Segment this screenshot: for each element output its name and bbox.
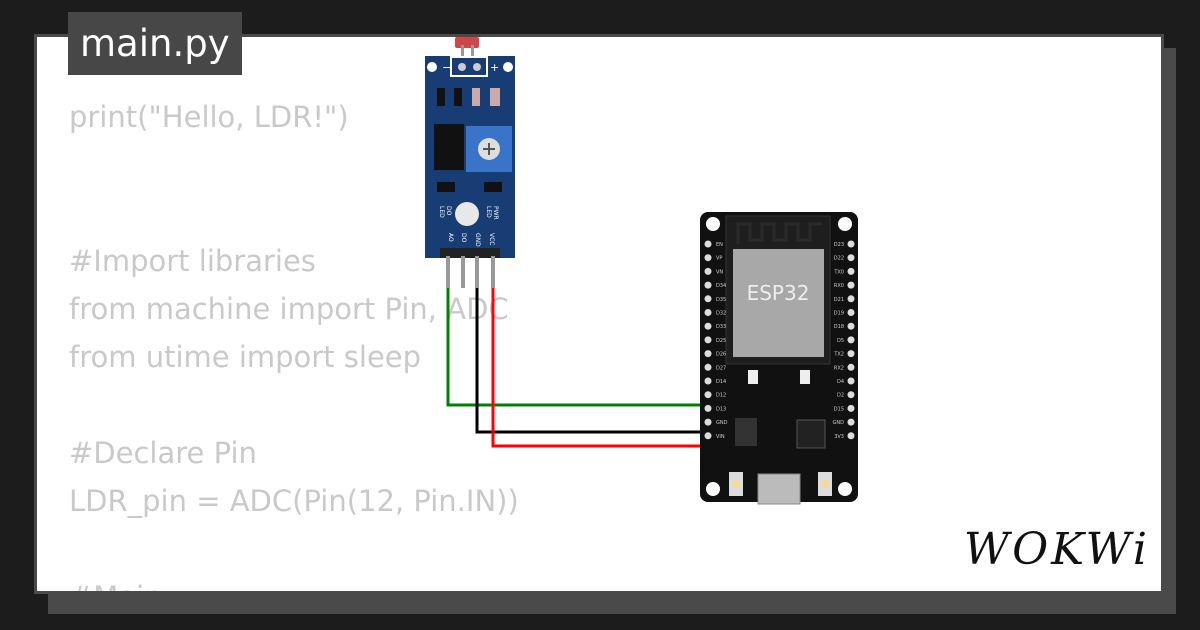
esp32-pin-left[interactable] — [704, 432, 712, 440]
esp32-pin-label-right: TX2 — [833, 352, 844, 358]
esp32-pin-label-left: D13 — [716, 406, 726, 412]
esp32-pin-right[interactable] — [847, 267, 855, 275]
code-line: print("Hello, LDR!") — [69, 100, 349, 134]
esp32-pin-label-left: D34 — [716, 283, 726, 289]
esp32-pin-label-right: D2 — [837, 393, 844, 399]
esp32-pin-left[interactable] — [704, 404, 712, 412]
esp32-pin-right[interactable] — [847, 377, 855, 385]
ldr-pin-label-ao: AO — [447, 233, 454, 242]
ldr-pin-do[interactable] — [461, 256, 465, 288]
esp32-pin-right[interactable] — [847, 432, 855, 440]
esp32-pin-label-right: RX0 — [834, 283, 844, 289]
esp32-pin-label-left: D14 — [716, 379, 726, 385]
ldr-pin-label-vcc: VCC — [488, 233, 495, 245]
esp32-pin-label-right: D19 — [834, 311, 844, 317]
wokwi-logo: WOKWi — [963, 524, 1150, 575]
esp32-chip-label: ESP32 — [747, 281, 810, 305]
esp32-pin-right[interactable] — [847, 418, 855, 426]
esp32-pin-label-left: D32 — [716, 311, 726, 317]
file-name-tab[interactable]: main.py — [68, 12, 242, 75]
esp32-pin-label-right: D23 — [834, 242, 844, 248]
esp32-pin-left[interactable] — [704, 295, 712, 303]
esp32-pin-left[interactable] — [704, 322, 712, 330]
esp32-pin-right[interactable] — [847, 350, 855, 358]
esp32-pin-right[interactable] — [847, 391, 855, 399]
esp32-pin-right[interactable] — [847, 309, 855, 316]
esp32-pin-label-left: VP — [716, 256, 722, 262]
ldr-minus-label: − — [442, 61, 451, 74]
esp32-pin-left[interactable] — [704, 363, 712, 371]
esp32-pin-label-right: GND — [833, 420, 845, 426]
esp32-pin-left[interactable] — [704, 418, 712, 426]
ldr-pin-label-gnd: GND — [474, 233, 481, 247]
ldr-pwr-led-label-1: PWR — [492, 206, 499, 220]
esp32-pin-label-right: D15 — [834, 406, 844, 412]
ldr-photoresistor — [455, 37, 479, 48]
esp32-pin-label-right: D5 — [837, 338, 844, 344]
esp32-pin-left[interactable] — [704, 309, 712, 316]
esp32-pin-left[interactable] — [704, 350, 712, 358]
esp32-pin-left[interactable] — [704, 377, 712, 385]
ldr-indicator-led — [455, 202, 479, 226]
wire-vcc-vin[interactable] — [491, 262, 708, 448]
esp32-pin-label-left: D33 — [716, 324, 726, 330]
esp32-pin-right[interactable] — [847, 363, 855, 371]
esp32-usb-chip — [796, 419, 826, 449]
esp32-pin-label-right: D22 — [834, 256, 844, 262]
ldr-plus-label: + — [490, 61, 499, 74]
ldr-pwr-led-label-2: LED — [485, 206, 492, 218]
esp32-pin-label-left: D12 — [716, 393, 726, 399]
esp32-pin-right[interactable] — [847, 281, 855, 289]
esp32-pin-right[interactable] — [847, 254, 855, 262]
esp32-pin-label-right: D4 — [837, 379, 844, 385]
esp32-pin-label-left: EN — [716, 242, 723, 248]
esp32-pin-label-left: D26 — [716, 352, 726, 358]
ldr-pin-gnd[interactable] — [475, 256, 479, 288]
code-line: LDR_pin = ADC(Pin(12, Pin.IN)) — [69, 484, 519, 518]
diagram-canvas: print("Hello, LDR!") #Import libraries fro… — [34, 34, 1164, 594]
esp32-pin-right[interactable] — [847, 336, 855, 344]
esp32-pin-label-left: VIN — [716, 434, 725, 440]
esp32-pin-label-left: D27 — [716, 365, 726, 371]
esp32-pin-label-left: D25 — [716, 338, 726, 344]
esp32-pin-right[interactable] — [847, 295, 855, 303]
esp32-pin-label-left: GND — [716, 420, 728, 426]
code-line: #Main — [69, 573, 519, 591]
esp32-pin-right[interactable] — [847, 404, 855, 412]
esp32-board[interactable]: ESP32 ENVPVND34D35D32D33D25D26D27D14D12D… — [700, 212, 858, 505]
esp32-pin-left[interactable] — [704, 391, 712, 399]
esp32-pin-right[interactable] — [847, 322, 855, 330]
esp32-pin-label-right: D18 — [834, 324, 844, 330]
esp32-pin-label-left: D35 — [716, 297, 726, 303]
esp32-pin-left[interactable] — [704, 254, 712, 262]
wires — [446, 262, 708, 448]
esp32-pin-right[interactable] — [847, 240, 855, 248]
ldr-pin-label-do: DO — [460, 233, 467, 243]
esp32-pin-left[interactable] — [704, 267, 712, 275]
usb-port[interactable] — [757, 473, 801, 505]
esp32-pin-label-right: D21 — [834, 297, 844, 303]
esp32-chip — [733, 249, 824, 357]
code-line: #Import libraries — [69, 244, 316, 278]
esp32-pin-label-right: TX0 — [833, 269, 844, 275]
wire-gnd-gnd[interactable] — [475, 262, 708, 434]
code-line: from machine import Pin, ADC — [69, 292, 509, 326]
ldr-pin-ao[interactable] — [446, 256, 450, 288]
code-line: #Declare Pin — [69, 436, 257, 470]
code-line: from utime import sleep — [69, 340, 422, 374]
esp32-pin-left[interactable] — [704, 281, 712, 289]
wire-ao-d12[interactable] — [446, 262, 708, 407]
ldr-pin-vcc[interactable] — [491, 256, 495, 288]
esp32-pin-label-right: 3V3 — [834, 434, 844, 440]
code-preview: print("Hello, LDR!") #Import libraries fro… — [69, 93, 519, 591]
ldr-module[interactable]: − + DO LED PWR LED AO DO GND VCC — [425, 37, 515, 288]
esp32-pin-label-right: RX2 — [834, 365, 844, 371]
esp32-pin-label-left: VN — [716, 269, 723, 275]
esp32-pin-left[interactable] — [704, 240, 712, 248]
ldr-do-led-label-2: LED — [438, 206, 445, 218]
ldr-do-led-label-1: DO — [445, 206, 452, 216]
esp32-pin-left[interactable] — [704, 336, 712, 344]
